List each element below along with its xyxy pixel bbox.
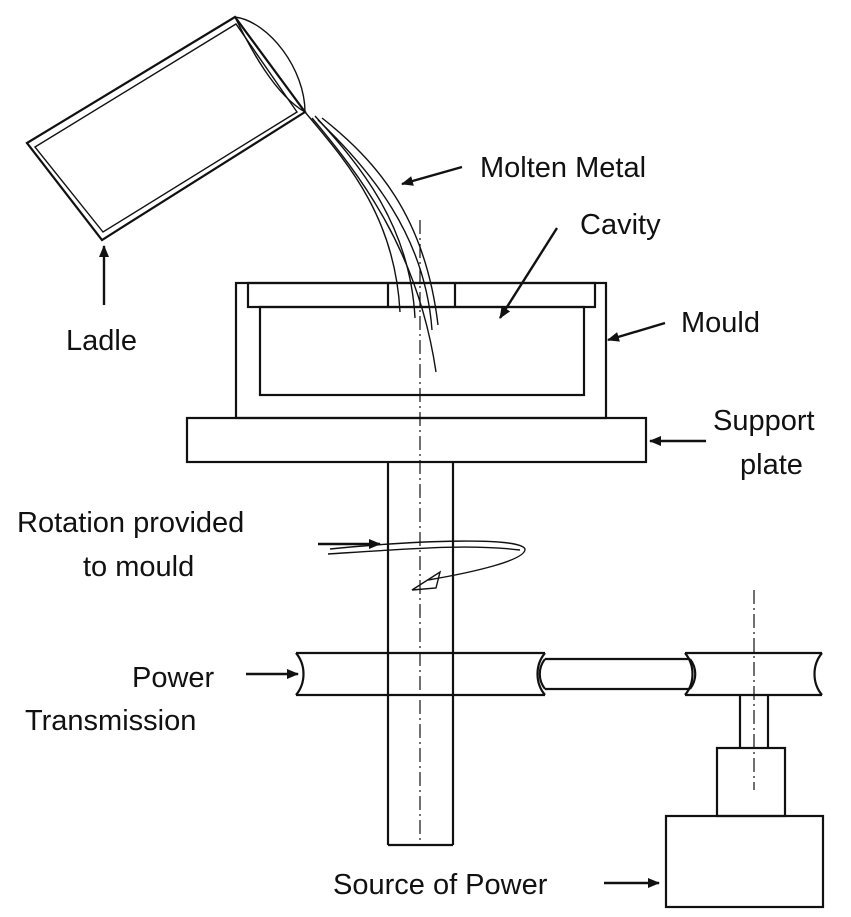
label-support: Support: [713, 405, 815, 437]
molten-metal-stream: [304, 111, 439, 373]
label-ladle: Ladle: [66, 325, 137, 357]
cavity-arrow: [498, 227, 559, 319]
label-to-mould: to mould: [83, 551, 194, 583]
support-plate: [185, 416, 648, 464]
label-transmission: Transmission: [25, 705, 196, 737]
molten-metal-arrow: [401, 165, 463, 186]
label-cavity: Cavity: [580, 209, 661, 241]
label-plate: plate: [740, 449, 803, 481]
label-molten-metal: Molten Metal: [480, 152, 646, 184]
power-transmission: [295, 651, 823, 697]
label-rotation: Rotation provided: [17, 507, 244, 539]
label-power: Power: [132, 662, 215, 694]
ladle: [25, 15, 307, 242]
label-mould: Mould: [681, 307, 760, 339]
rotation-arrow: [327, 540, 526, 591]
label-source-of-power: Source of Power: [333, 869, 548, 901]
mould-arrow: [607, 321, 666, 342]
source-of-power: [664, 590, 825, 909]
